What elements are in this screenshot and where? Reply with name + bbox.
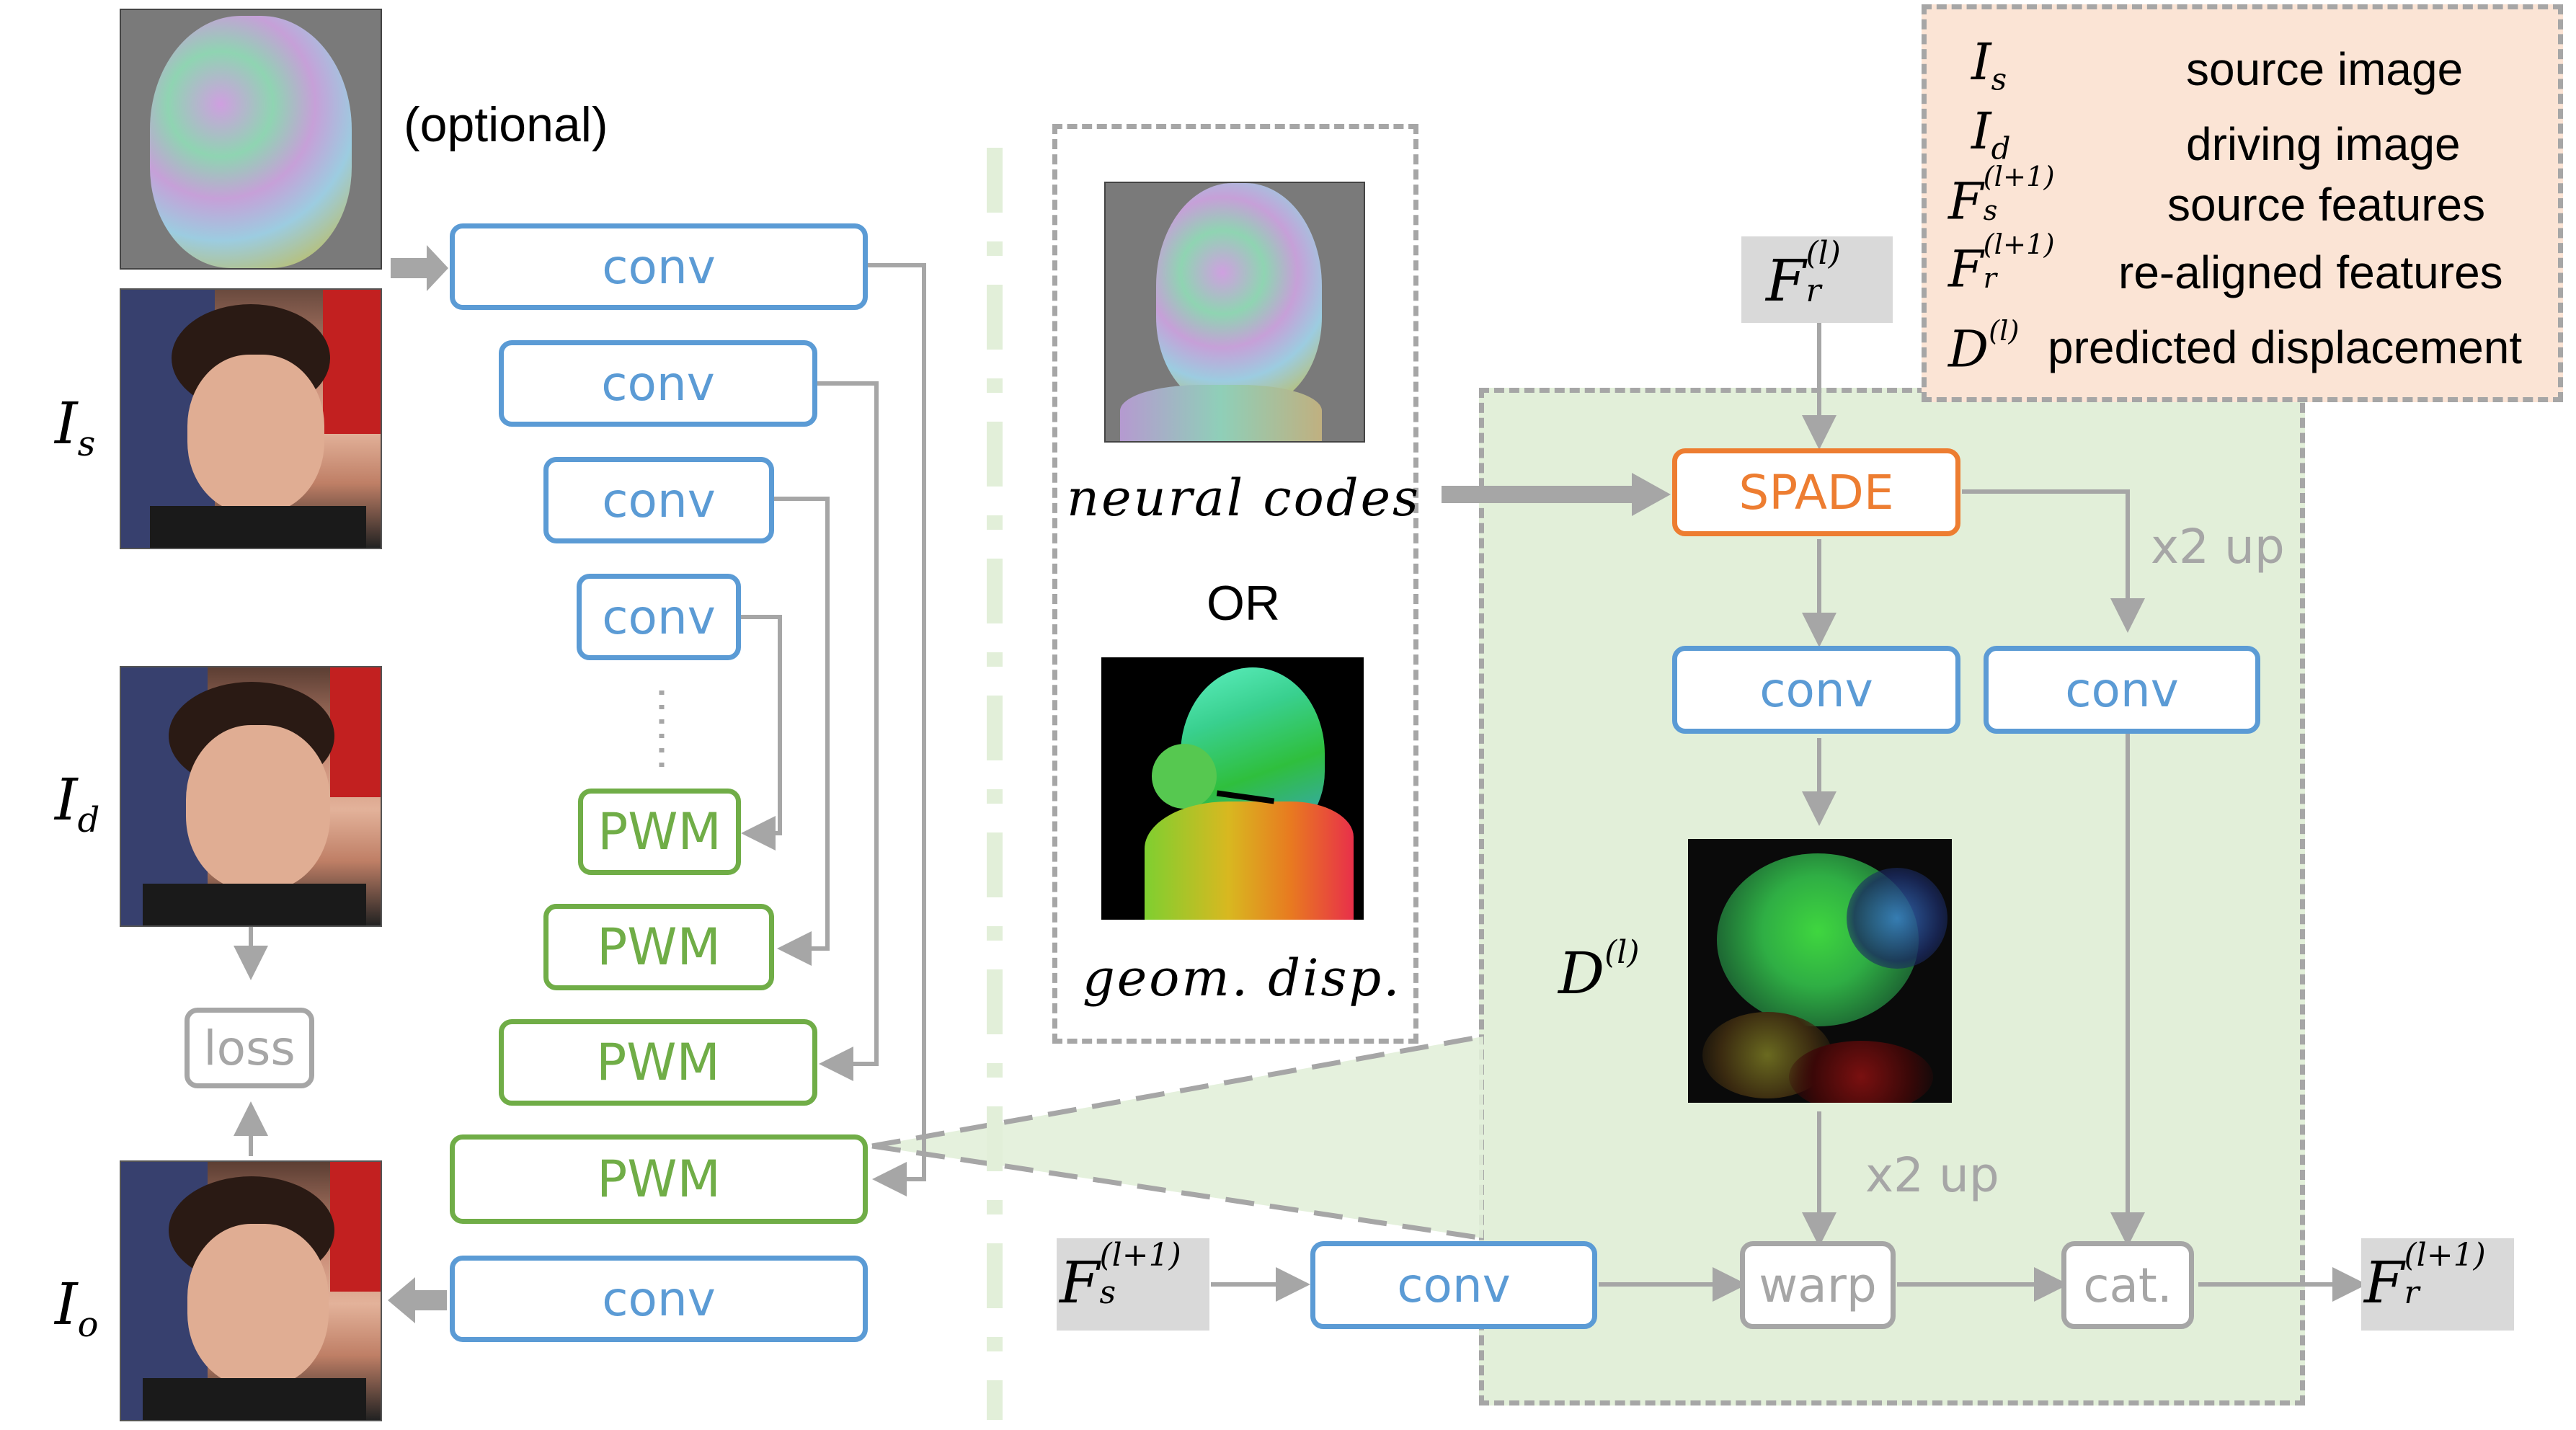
fs-input-symbol-bg xyxy=(1057,1238,1209,1331)
skip-connection-1 xyxy=(866,263,926,1196)
predicted-displacement-image xyxy=(1688,839,1952,1103)
zoom-wedge xyxy=(872,1036,1483,1238)
codes-to-spade-arrow xyxy=(1442,473,1671,516)
zoom-line-top xyxy=(871,1034,1484,1149)
driving-image xyxy=(120,666,382,927)
fs-input-symbol: F(l+1)s xyxy=(1060,1237,1181,1316)
decoder-pwm-4: PWM xyxy=(450,1134,868,1224)
fr-output-symbol-bg xyxy=(2361,1238,2514,1331)
encoder-conv-1: conv xyxy=(450,223,868,310)
decoder-pwm-1: PWM xyxy=(578,789,741,875)
output-arrow xyxy=(388,1277,447,1323)
upsample-label-bottom: x2 up xyxy=(1865,1147,1999,1203)
zoom-line-bottom xyxy=(871,1143,1484,1241)
legend-row-source-image: Is source image xyxy=(1971,32,2464,97)
optional-label: (optional) xyxy=(404,97,608,152)
legend-row-realigned-features: F(l+1)r re-aligned features xyxy=(1948,228,2503,299)
detail-conv-left: conv xyxy=(1672,646,1960,734)
decoder-pwm-2: PWM xyxy=(543,904,774,990)
warp-box: warp xyxy=(1740,1241,1896,1329)
fr-output-symbol: F(l+1)r xyxy=(2364,1237,2486,1316)
spade-box: SPADE xyxy=(1672,448,1960,536)
upsample-label-top: x2 up xyxy=(2151,519,2285,574)
source-image xyxy=(120,288,382,549)
neural-codes-label: neural codes xyxy=(1067,468,1421,528)
concat-box: cat. xyxy=(2061,1241,2194,1329)
driving-image-symbol: Id xyxy=(55,766,100,840)
optional-input-arrow xyxy=(391,245,448,291)
legend-row-source-features: F(l+1)s source features xyxy=(1948,161,2486,231)
legend-row-predicted-displacement: D(l) predicted displacement xyxy=(1948,315,2523,379)
geometric-displacement-image xyxy=(1101,657,1364,920)
optional-neural-code-image xyxy=(120,9,382,270)
legend-box: Is source image Id driving image F(l+1)s… xyxy=(1922,4,2563,402)
displacement-symbol: D(l) xyxy=(1558,934,1640,1007)
legend-row-driving-image: Id driving image xyxy=(1971,102,2461,170)
output-image-symbol: Io xyxy=(55,1271,99,1345)
loss-box: loss xyxy=(185,1008,314,1088)
encoder-conv-3: conv xyxy=(543,457,774,543)
skip-connection-2 xyxy=(816,381,879,1081)
skip-connection-3 xyxy=(773,497,830,966)
detail-conv-bottom: conv xyxy=(1310,1241,1597,1329)
encoder-conv-4: conv xyxy=(577,574,741,660)
or-label: OR xyxy=(1207,576,1280,631)
spade-to-conv-right-arrow xyxy=(1962,489,2145,633)
decoder-pwm-3: PWM xyxy=(499,1019,817,1106)
output-conv: conv xyxy=(450,1256,868,1342)
output-image xyxy=(120,1160,382,1421)
neural-codes-image xyxy=(1104,182,1365,443)
fr-input-symbol-bg xyxy=(1741,236,1893,323)
detail-conv-right: conv xyxy=(1984,646,2260,734)
source-image-symbol: Is xyxy=(55,390,96,464)
geom-disp-label: geom. disp. xyxy=(1083,949,1402,1008)
fr-input-symbol: F(l)r xyxy=(1766,235,1841,314)
encoder-conv-2: conv xyxy=(499,340,817,427)
skip-connection-4 xyxy=(740,615,782,851)
